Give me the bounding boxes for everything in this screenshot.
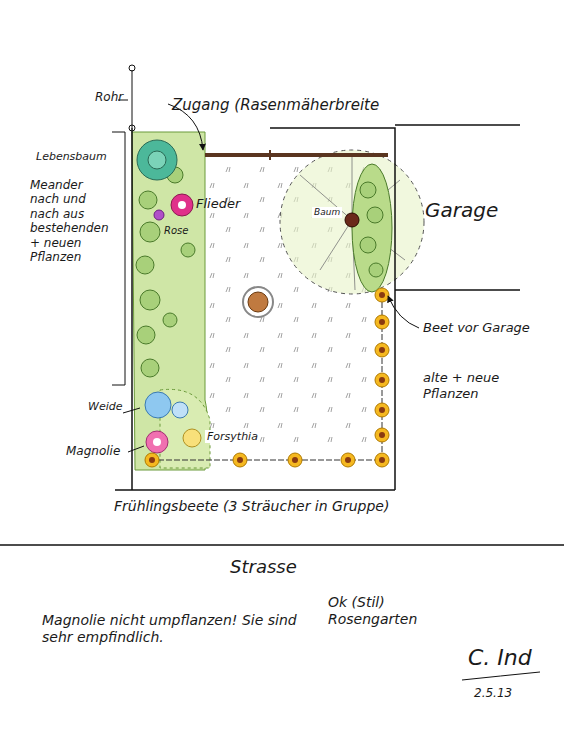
plan-label: alte + neue Pflanzen: [423, 370, 523, 401]
leader-line: [388, 296, 419, 328]
spring-flowers: [145, 288, 389, 467]
plan-label: Forsythia: [205, 430, 260, 443]
plan-label: Magnolie: [66, 444, 120, 458]
lilac: [171, 194, 193, 216]
plan-label: Weide: [88, 400, 122, 413]
bracket: [112, 132, 125, 385]
plan-label: Rohr: [95, 90, 123, 104]
bushes: [136, 167, 383, 377]
rose: [154, 210, 164, 220]
lebensbaum-tree: [137, 140, 177, 180]
plan-label: Zugang (Rasenmäherbreite: [172, 96, 379, 114]
pond: [243, 287, 273, 317]
hedge: [205, 153, 388, 157]
willow: [145, 392, 171, 418]
signature-stroke: [462, 672, 540, 680]
forsythia-bush: [183, 429, 201, 447]
plan-label: Frühlingsbeete (3 Sträucher in Gruppe): [112, 498, 391, 515]
plan-label: Lebensbaum: [36, 150, 107, 163]
plan-label: 2.5.13: [474, 686, 512, 700]
flower-row-line: [150, 295, 382, 460]
plan-label: C. Ind: [468, 645, 532, 671]
plan-label: Beet vor Garage: [423, 320, 530, 336]
garage-bed: [352, 164, 392, 292]
property-lines: [0, 125, 564, 545]
leader-line: [123, 408, 140, 413]
plan-label: Ok (Stil) Rosengarten: [328, 594, 448, 628]
plan-label: Strasse: [230, 556, 297, 578]
plan-label: Garage: [425, 198, 498, 222]
magnolia: [146, 431, 168, 453]
plan-label: Meander nach und nach aus bestehenden + …: [30, 178, 112, 264]
tree-trunk: [345, 213, 359, 227]
plan-label: Rose: [164, 225, 188, 237]
tree-crown: [280, 150, 424, 294]
pipe: [132, 70, 133, 128]
plan-label: Magnolie nicht umpflanzen! Sie sind sehr…: [42, 612, 302, 646]
plan-label: Flieder: [196, 196, 240, 212]
leader-line: [128, 446, 144, 452]
plan-label: Baum: [312, 207, 342, 218]
